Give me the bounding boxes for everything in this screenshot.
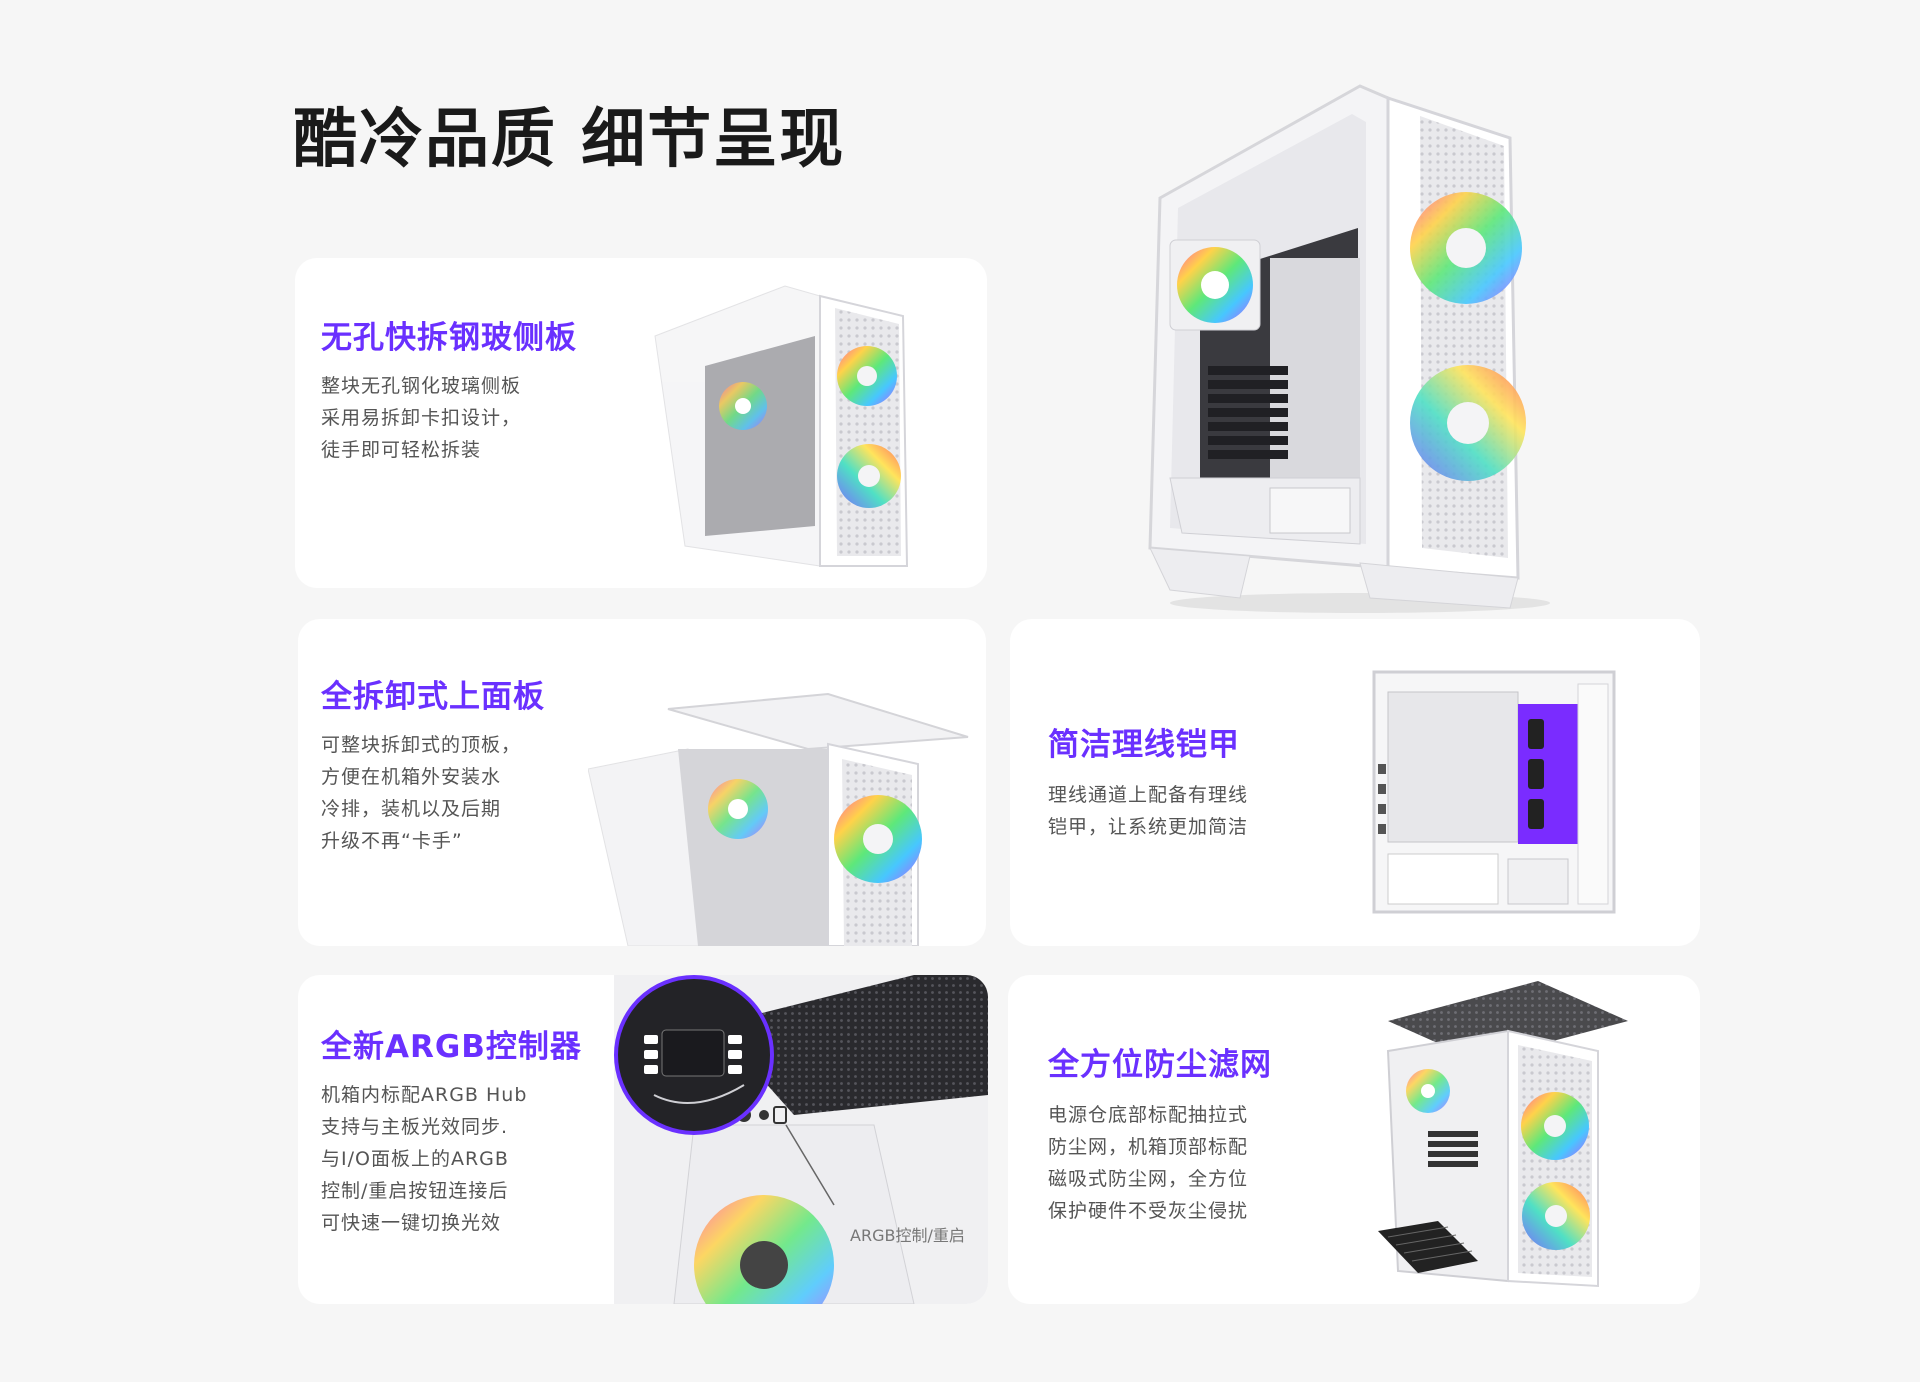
desc-line: 方便在机箱外安装水 <box>321 766 502 788</box>
side-panel-case-image <box>645 276 945 586</box>
card-description: 机箱内标配ARGB Hub 支持与主板光效同步. 与I/O面板上的ARGB 控制… <box>321 1079 527 1239</box>
desc-line: 机箱内标配ARGB Hub <box>321 1084 528 1106</box>
top-panel-case-image <box>588 689 986 946</box>
desc-line: 支持与主板光效同步. <box>321 1116 509 1138</box>
desc-line: 电源仓底部标配抽拉式 <box>1048 1104 1249 1126</box>
card-title: 全拆卸式上面板 <box>321 679 545 715</box>
desc-line: 整块无孔钢化玻璃侧板 <box>321 375 522 397</box>
desc-line: 可整块拆卸式的顶板， <box>321 734 522 756</box>
desc-line: 铠甲，让系统更加简洁 <box>1048 816 1249 838</box>
page-title: 酷冷品质 细节呈现 <box>293 103 846 177</box>
desc-line: 可快速一键切换光效 <box>321 1212 502 1234</box>
card-description: 可整块拆卸式的顶板， 方便在机箱外安装水 冷排，装机以及后期 升级不再“卡手” <box>321 729 521 857</box>
feature-card-top-panel: 全拆卸式上面板 可整块拆卸式的顶板， 方便在机箱外安装水 冷排，装机以及后期 升… <box>298 619 986 946</box>
feature-card-dust-filters: 全方位防尘滤网 电源仓底部标配抽拉式 防尘网，机箱顶部标配 磁吸式防尘网，全方位… <box>1008 975 1700 1304</box>
feature-card-side-panel: 无孔快拆钢玻侧板 整块无孔钢化玻璃侧板 采用易拆卸卡扣设计， 徒手即可轻松拆装 <box>295 258 987 588</box>
desc-line: 保护硬件不受灰尘侵扰 <box>1048 1200 1249 1222</box>
card-title: 无孔快拆钢玻侧板 <box>321 320 577 356</box>
feature-card-argb-controller: 全新ARGB控制器 机箱内标配ARGB Hub 支持与主板光效同步. 与I/O面… <box>298 975 988 1304</box>
desc-line: 采用易拆卸卡扣设计， <box>321 407 522 429</box>
desc-line: 理线通道上配备有理线 <box>1048 784 1249 806</box>
dust-filter-case-image <box>1368 981 1658 1301</box>
desc-line: 与I/O面板上的ARGB <box>321 1148 509 1170</box>
card-title: 全方位防尘滤网 <box>1048 1047 1272 1083</box>
desc-line: 升级不再“卡手” <box>321 830 463 852</box>
card-description: 理线通道上配备有理线 铠甲，让系统更加简洁 <box>1048 779 1248 843</box>
argb-controller-image <box>614 975 988 1304</box>
card-description: 电源仓底部标配抽拉式 防尘网，机箱顶部标配 磁吸式防尘网，全方位 保护硬件不受灰… <box>1048 1099 1248 1227</box>
desc-line: 防尘网，机箱顶部标配 <box>1048 1136 1249 1158</box>
card-title: 简洁理线铠甲 <box>1048 727 1240 763</box>
desc-line: 磁吸式防尘网，全方位 <box>1048 1168 1249 1190</box>
feature-card-cable-cover: 简洁理线铠甲 理线通道上配备有理线 铠甲，让系统更加简洁 <box>1010 619 1700 946</box>
argb-callout-label: ARGB控制/重启 <box>850 1226 965 1245</box>
card-description: 整块无孔钢化玻璃侧板 采用易拆卸卡扣设计， 徒手即可轻松拆装 <box>321 370 521 466</box>
cable-cover-case-image <box>1368 664 1628 924</box>
desc-line: 徒手即可轻松拆装 <box>321 439 482 461</box>
desc-line: 冷排，装机以及后期 <box>321 798 502 820</box>
card-title: 全新ARGB控制器 <box>321 1029 582 1065</box>
hero-case-image <box>1130 78 1560 618</box>
desc-line: 控制/重启按钮连接后 <box>321 1180 509 1202</box>
